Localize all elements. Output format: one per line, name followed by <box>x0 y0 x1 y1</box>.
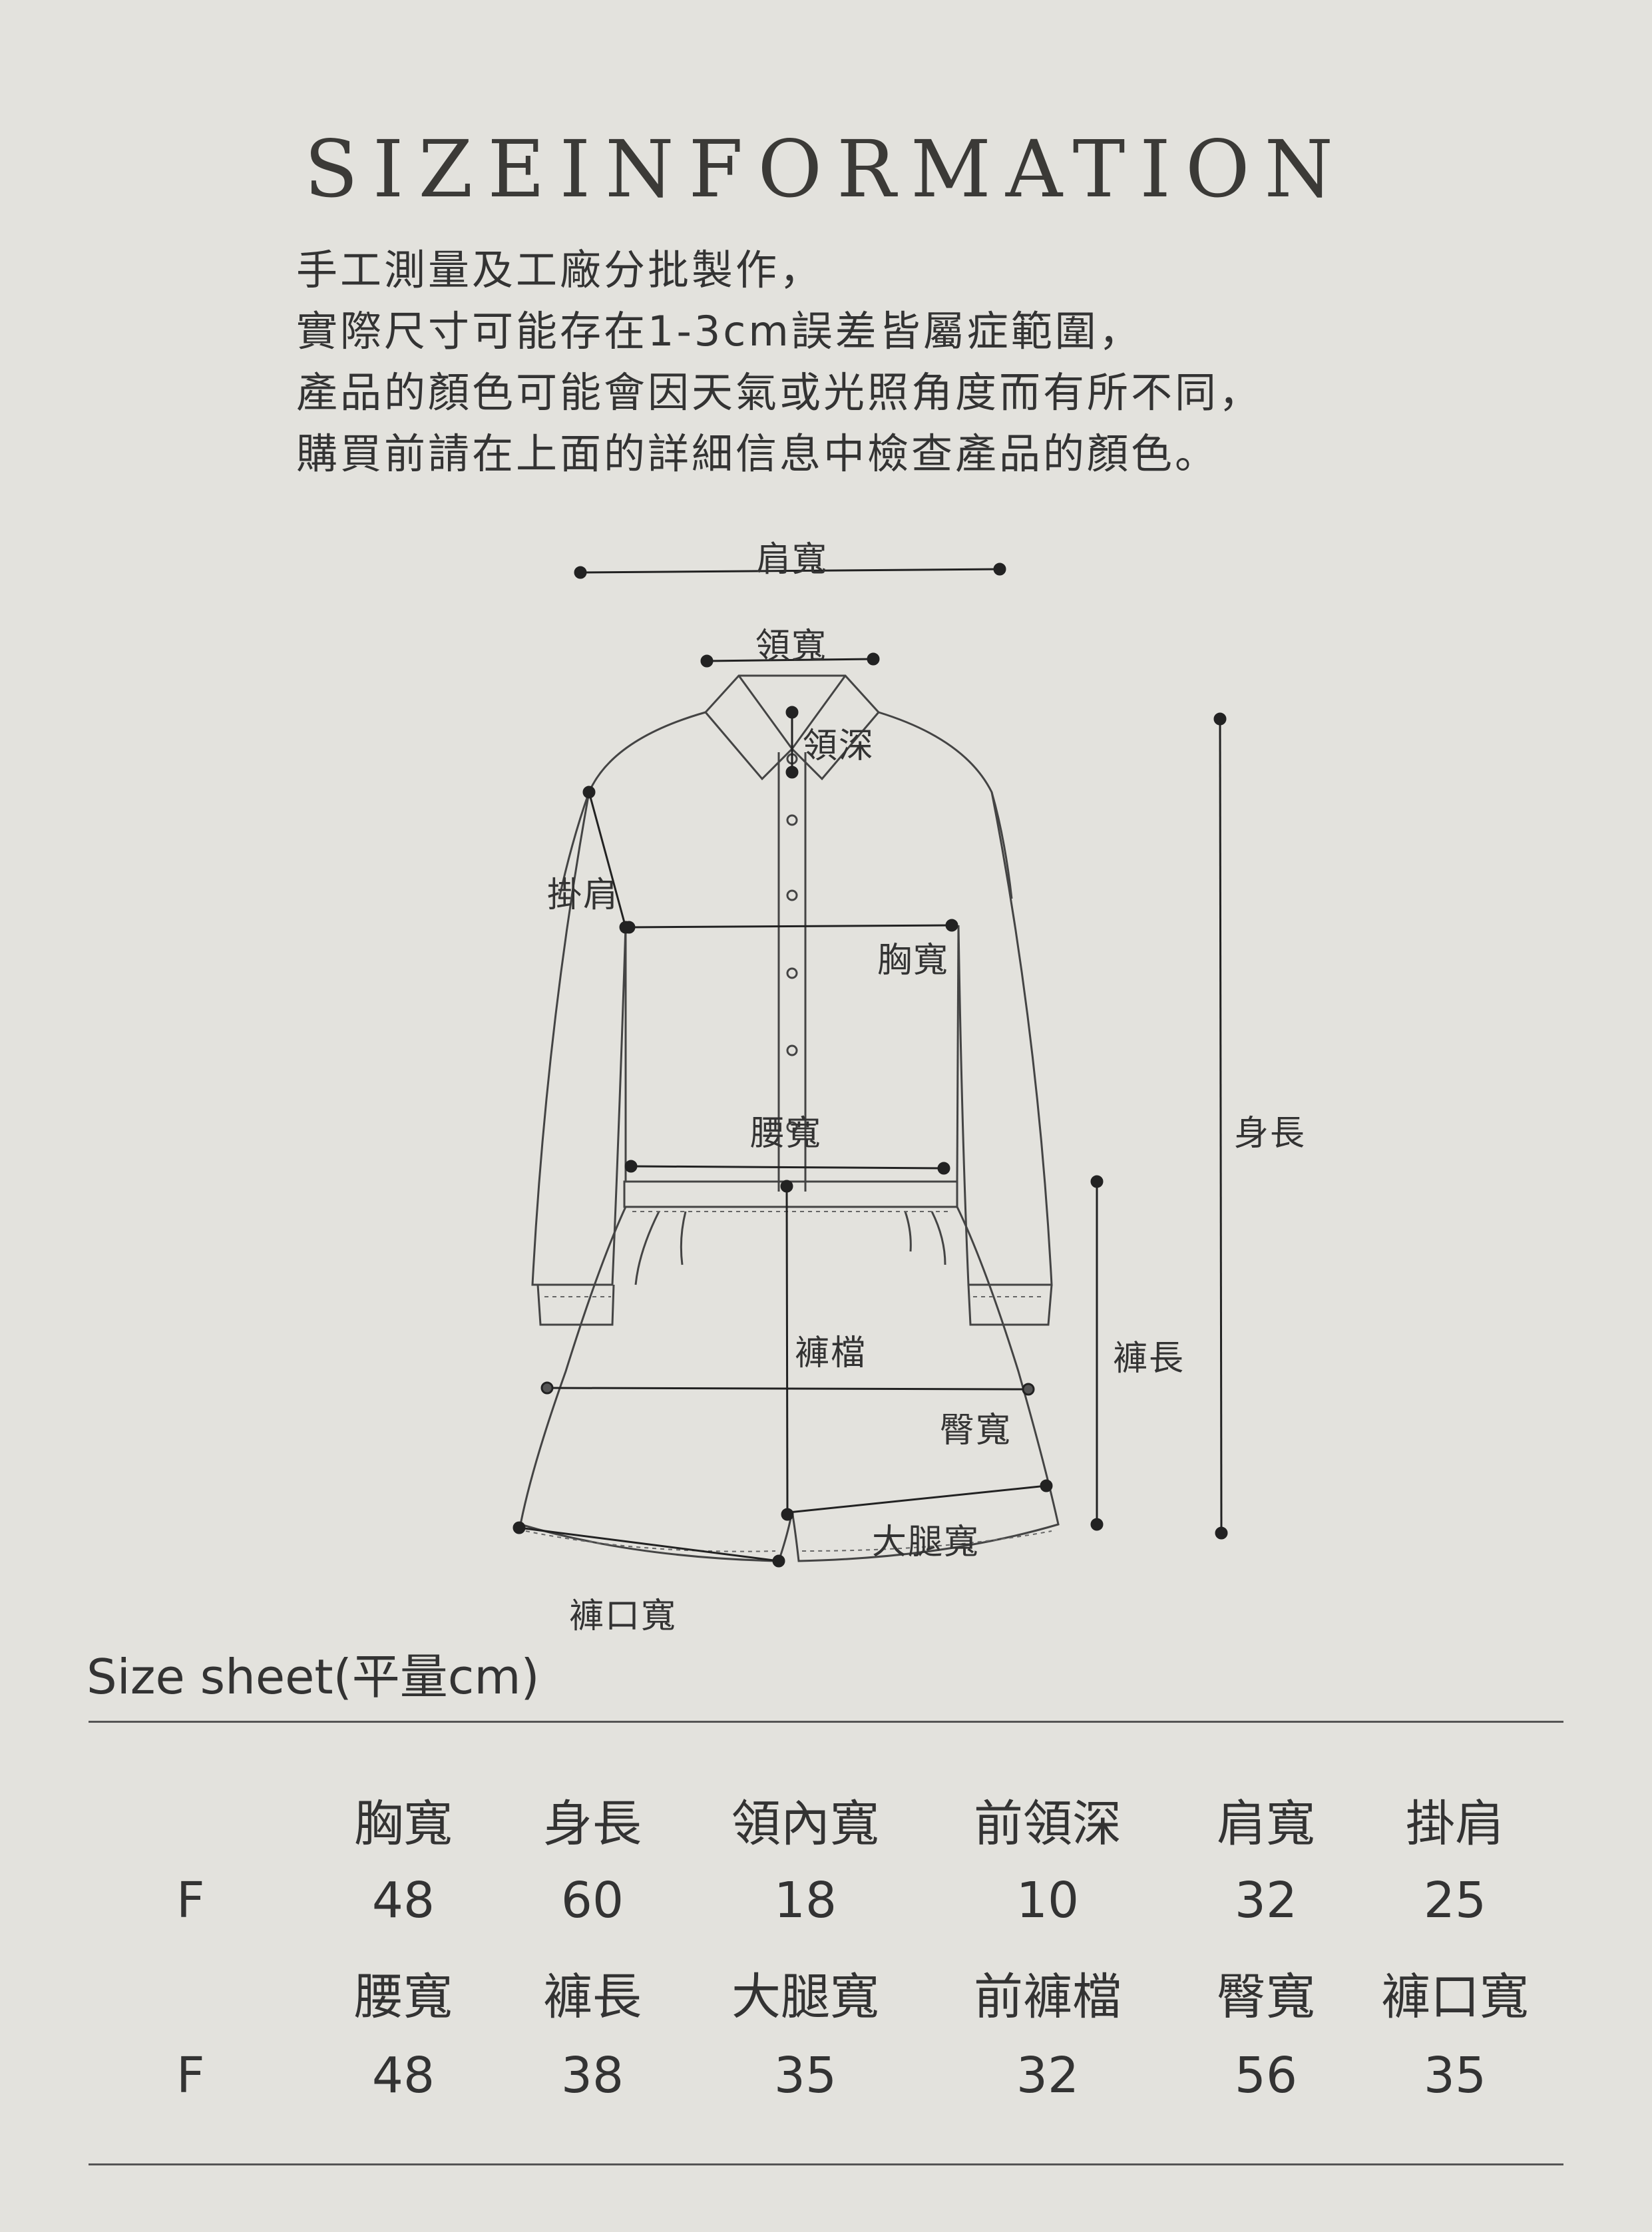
left-cuff <box>536 1284 615 1326</box>
label-neck-depth: 領深 <box>803 726 875 766</box>
value-cell: 35 <box>773 2047 837 2104</box>
notes: 手工測量及工廠分批製作， 實際尺寸可能存在1-3cm誤差皆屬症範圍， 產品的顏色… <box>296 240 1263 485</box>
page-title: SIZEINFORMATION <box>304 123 1348 215</box>
garment-diagram: 肩寬 領寬 領深 掛肩 胸寬 腰寬 身長 褲檔 褲長 臀寬 大腿寬 褲口寬 <box>513 540 1307 1636</box>
label-neck-width: 領寬 <box>755 626 828 666</box>
header-cell: 腰寬 <box>354 1968 453 2026</box>
label-thigh: 大腿寬 <box>872 1522 980 1562</box>
label-rise: 褲檔 <box>795 1333 867 1373</box>
header-cell: 掛肩 <box>1406 1795 1504 1853</box>
header-cell: 臀寬 <box>1217 1968 1315 2026</box>
header-cell: 褲口寬 <box>1381 1968 1529 2026</box>
header-cell: 大腿寬 <box>731 1968 879 2026</box>
bottom-divider <box>89 2163 1563 2165</box>
label-shoulder: 肩寬 <box>756 540 829 580</box>
note-line: 產品的顏色可能會因天氣或光照角度而有所不同， <box>296 368 1263 417</box>
value-cell: 38 <box>560 2047 624 2104</box>
shirt-right-shoulder <box>878 711 1013 899</box>
value-cell: 32 <box>1234 1872 1298 1929</box>
header-cell: 前領深 <box>974 1795 1122 1853</box>
header-cell: 前褲檔 <box>974 1968 1122 2026</box>
size-label: F <box>176 1872 205 1929</box>
label-hem: 褲口寬 <box>569 1596 678 1636</box>
size-label: F <box>176 2047 205 2104</box>
value-cell: 56 <box>1234 2047 1298 2104</box>
note-line: 手工測量及工廠分批製作， <box>296 246 824 294</box>
note-line: 實際尺寸可能存在1-3cm誤差皆屬症範圍， <box>296 307 1143 355</box>
label-waist: 腰寬 <box>750 1114 823 1154</box>
value-cell: 32 <box>1016 2047 1080 2104</box>
label-pants-length: 褲長 <box>1113 1339 1185 1379</box>
placket <box>777 752 807 1192</box>
label-chest: 胸寬 <box>877 941 950 981</box>
header-cell: 領內寬 <box>731 1795 879 1853</box>
header-cell: 肩寬 <box>1217 1795 1315 1853</box>
value-cell: 48 <box>371 1872 435 1929</box>
value-cell: 48 <box>371 2047 435 2104</box>
shorts-outline <box>519 1206 1060 1562</box>
collar <box>704 674 880 781</box>
label-body-length: 身長 <box>1234 1114 1307 1154</box>
value-cell: 18 <box>773 1872 837 1929</box>
right-cuff <box>967 1284 1053 1326</box>
shirt-left-sleeve <box>531 791 627 1286</box>
value-cell: 60 <box>560 1872 624 1929</box>
value-cell: 25 <box>1423 1872 1487 1929</box>
value-cell: 35 <box>1423 2047 1487 2104</box>
header-cell: 胸寬 <box>354 1795 453 1853</box>
label-hip: 臀寬 <box>940 1411 1012 1451</box>
top-divider <box>89 1721 1563 1723</box>
label-sleeve-shoulder: 掛肩 <box>547 875 620 915</box>
note-line: 購買前請在上面的詳細信息中檢查產品的顏色。 <box>296 429 1219 478</box>
size-sheet-title: Size sheet(平量cm) <box>87 1649 540 1705</box>
header-cell: 身長 <box>543 1795 642 1853</box>
garment-illustration <box>513 562 1228 1568</box>
value-cell: 10 <box>1016 1872 1080 1929</box>
header-cell: 褲長 <box>543 1968 642 2026</box>
shirt-right-sleeve <box>957 791 1053 1286</box>
